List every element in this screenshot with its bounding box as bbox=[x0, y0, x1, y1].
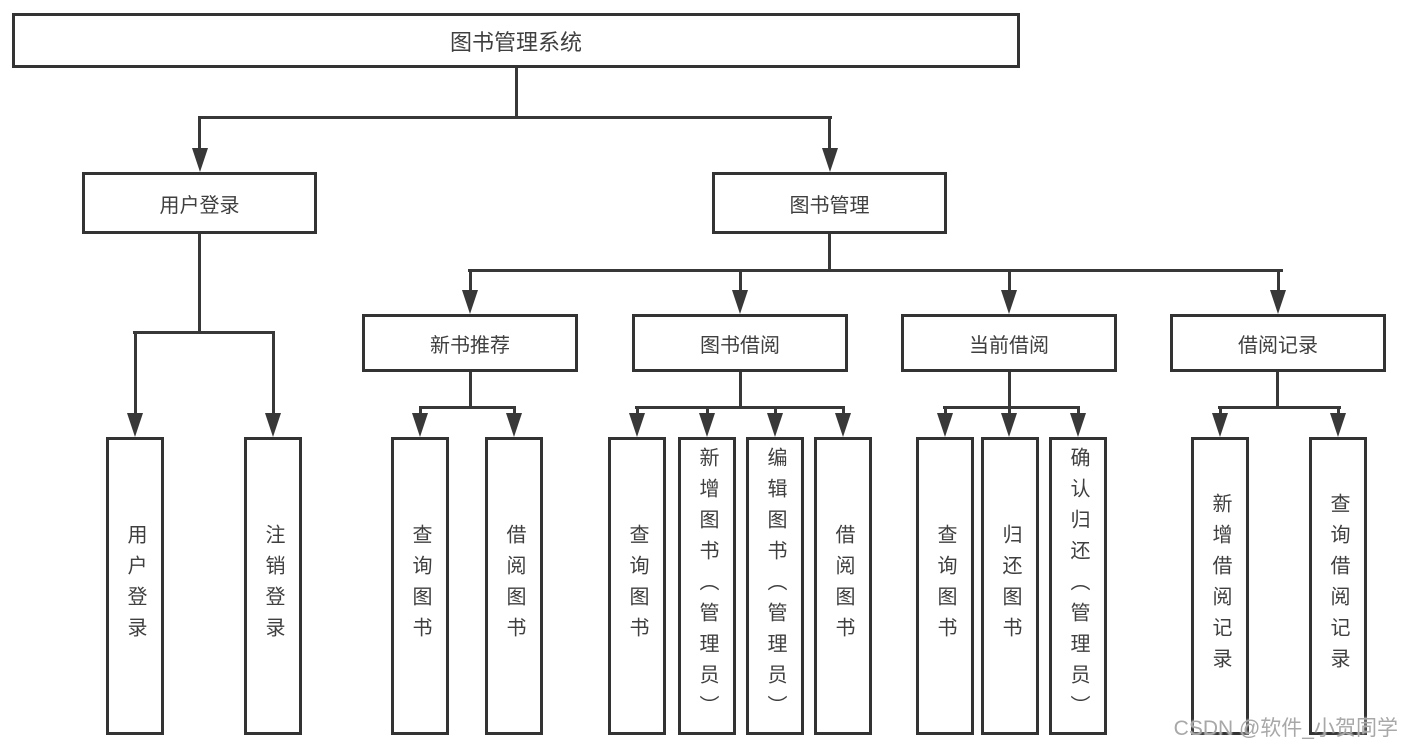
connector-current-stem bbox=[1008, 372, 1011, 409]
connector-userlogin-stem bbox=[198, 234, 201, 334]
connector-arrow-stem bbox=[944, 406, 947, 415]
arrowhead-down-icon bbox=[1001, 413, 1017, 437]
leaf-user-login: 用户登录 bbox=[106, 437, 164, 735]
node-label: 查询借阅记录 bbox=[1327, 493, 1349, 679]
connector-borrowing-rail bbox=[635, 406, 845, 409]
node-label: 图书管理系统 bbox=[449, 29, 582, 55]
arrowhead-down-icon bbox=[822, 148, 838, 172]
leaf-borrow-books-recommend: 借阅图书 bbox=[485, 437, 543, 735]
arrowhead-down-icon bbox=[835, 413, 851, 437]
connector-borrowing-stem bbox=[739, 372, 742, 409]
arrowhead-down-icon bbox=[699, 413, 715, 437]
node-label: 借阅图书 bbox=[503, 524, 525, 648]
connector-arrow-stem bbox=[272, 331, 275, 413]
leaf-query-books-current: 查询图书 bbox=[916, 437, 974, 735]
connector-bookmgmt-rail bbox=[468, 269, 1283, 272]
arrowhead-down-icon bbox=[1270, 290, 1286, 314]
arrowhead-down-icon bbox=[412, 413, 428, 437]
node-label: 编辑图书（管理员） bbox=[764, 446, 786, 726]
connector-arrow-stem bbox=[828, 116, 831, 150]
arrowhead-down-icon bbox=[1001, 290, 1017, 314]
node-label: 用户登录 bbox=[124, 524, 146, 648]
connector-arrow-stem bbox=[1008, 406, 1011, 415]
connector-arrow-stem bbox=[706, 406, 709, 415]
connector-bookmgmt-stem bbox=[828, 234, 831, 272]
connector-arrow-stem bbox=[1008, 269, 1011, 292]
arrowhead-down-icon bbox=[265, 413, 281, 437]
connector-arrow-stem bbox=[1337, 406, 1340, 415]
connector-arrow-stem bbox=[198, 116, 201, 150]
connector-records-stem bbox=[1276, 372, 1279, 409]
node-label: 注销登录 bbox=[262, 524, 284, 648]
connector-arrow-stem bbox=[469, 269, 472, 292]
node-current-borrowing: 当前借阅 bbox=[901, 314, 1117, 372]
connector-arrow-stem bbox=[513, 406, 516, 415]
leaf-add-borrow-record: 新增借阅记录 bbox=[1191, 437, 1249, 735]
leaf-logout: 注销登录 bbox=[244, 437, 302, 735]
connector-arrow-stem bbox=[739, 269, 742, 292]
arrowhead-down-icon bbox=[127, 413, 143, 437]
connector-recommend-rail bbox=[419, 406, 516, 409]
leaf-add-book-admin: 新增图书（管理员） bbox=[678, 437, 736, 735]
csdn-watermark: CSDN @软件_小贺同学 bbox=[1173, 717, 1398, 740]
node-label: 图书借阅 bbox=[700, 334, 780, 357]
leaf-edit-book-admin: 编辑图书（管理员） bbox=[746, 437, 804, 735]
arrowhead-down-icon bbox=[629, 413, 645, 437]
node-label: 新增图书（管理员） bbox=[696, 446, 718, 726]
connector-recommend-stem bbox=[469, 372, 472, 409]
node-label: 查询图书 bbox=[409, 524, 431, 648]
node-label: 归还图书 bbox=[999, 524, 1021, 648]
connector-arrow-stem bbox=[1077, 406, 1080, 415]
node-label: 查询图书 bbox=[626, 524, 648, 648]
connector-records-rail bbox=[1218, 406, 1341, 409]
leaf-query-books-borrowing: 查询图书 bbox=[608, 437, 666, 735]
arrowhead-down-icon bbox=[462, 290, 478, 314]
arrowhead-down-icon bbox=[1212, 413, 1228, 437]
connector-arrow-stem bbox=[842, 406, 845, 415]
node-label: 查询图书 bbox=[934, 524, 956, 648]
connector-arrow-stem bbox=[134, 331, 137, 413]
connector-arrow-stem bbox=[1277, 269, 1280, 292]
node-label: 用户登录 bbox=[159, 194, 240, 217]
leaf-query-borrow-record: 查询借阅记录 bbox=[1309, 437, 1367, 735]
connector-arrow-stem bbox=[774, 406, 777, 415]
node-label: 确认归还（管理员） bbox=[1067, 446, 1089, 726]
connector-arrow-stem bbox=[419, 406, 422, 415]
arrowhead-down-icon bbox=[732, 290, 748, 314]
connector-userlogin-rail bbox=[133, 331, 275, 334]
leaf-return-books: 归还图书 bbox=[981, 437, 1039, 735]
node-label: 图书管理 bbox=[789, 194, 870, 217]
leaf-query-books-recommend: 查询图书 bbox=[391, 437, 449, 735]
node-label: 借阅记录 bbox=[1238, 334, 1318, 357]
connector-current-rail bbox=[943, 406, 1080, 409]
node-label: 新增借阅记录 bbox=[1209, 493, 1231, 679]
node-label: 借阅图书 bbox=[832, 524, 854, 648]
connector-arrow-stem bbox=[636, 406, 639, 415]
arrowhead-down-icon bbox=[1070, 413, 1086, 437]
arrowhead-down-icon bbox=[192, 148, 208, 172]
node-label: 新书推荐 bbox=[430, 334, 510, 357]
node-borrowing-records: 借阅记录 bbox=[1170, 314, 1386, 372]
leaf-borrow-books: 借阅图书 bbox=[814, 437, 872, 735]
arrowhead-down-icon bbox=[767, 413, 783, 437]
node-root-system: 图书管理系统 bbox=[12, 13, 1020, 68]
node-label: 当前借阅 bbox=[969, 334, 1049, 357]
connector-arrow-stem bbox=[1219, 406, 1222, 415]
arrowhead-down-icon bbox=[1330, 413, 1346, 437]
node-user-login: 用户登录 bbox=[82, 172, 317, 234]
connector-root-stem bbox=[515, 68, 518, 118]
node-new-book-recommend: 新书推荐 bbox=[362, 314, 578, 372]
arrowhead-down-icon bbox=[937, 413, 953, 437]
node-book-borrowing: 图书借阅 bbox=[632, 314, 848, 372]
leaf-confirm-return-admin: 确认归还（管理员） bbox=[1049, 437, 1107, 735]
node-book-management: 图书管理 bbox=[712, 172, 947, 234]
connector-root-rail bbox=[198, 116, 832, 119]
arrowhead-down-icon bbox=[506, 413, 522, 437]
